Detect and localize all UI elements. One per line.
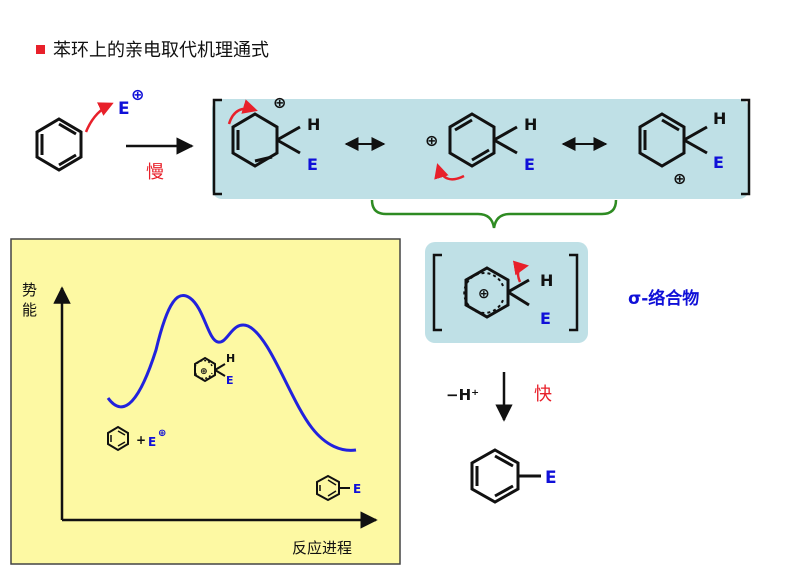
sigma-left-bracket bbox=[432, 253, 442, 332]
mini-sigma-e-label: E bbox=[226, 374, 234, 387]
electrophile-label: E bbox=[118, 99, 130, 119]
minus-h-label: −H⁺ bbox=[446, 386, 479, 404]
resonance-structure-1 bbox=[231, 112, 301, 168]
mini-electrophile-label: E bbox=[148, 435, 156, 449]
resonance-3-h-label: H bbox=[713, 109, 726, 128]
resonance-structure-2 bbox=[448, 112, 518, 168]
y-axis-label-bottom: 能 bbox=[22, 301, 37, 319]
title-bullet-icon bbox=[36, 44, 45, 54]
slow-label: 慢 bbox=[146, 162, 164, 183]
benzene-reactant bbox=[35, 117, 83, 172]
sigma-h-label: H bbox=[540, 271, 553, 290]
left-bracket bbox=[212, 98, 222, 196]
mini-sigma-h-label: H bbox=[226, 352, 235, 365]
sigma-right-bracket bbox=[569, 253, 579, 332]
right-bracket bbox=[741, 98, 751, 196]
mini-sigma-complex bbox=[193, 356, 226, 383]
mini-sigma-charge-icon: ⊕ bbox=[200, 367, 208, 377]
electrophile-charge-icon: ⊕ bbox=[131, 85, 144, 104]
y-axis-label-top: 势 bbox=[22, 281, 37, 299]
product-benzene bbox=[470, 448, 541, 504]
resonance-2-h-label: H bbox=[524, 115, 537, 134]
fast-label: 快 bbox=[534, 384, 552, 405]
resonance-box bbox=[212, 99, 749, 199]
resonance-2-charge-icon: ⊕ bbox=[425, 131, 438, 150]
sigma-e-label: E bbox=[540, 309, 551, 328]
resonance-1-e-label: E bbox=[307, 155, 318, 174]
sigma-complex-label: σ-络合物 bbox=[628, 288, 699, 309]
page-title: 苯环上的亲电取代机理通式 bbox=[53, 40, 269, 61]
energy-curve bbox=[106, 294, 357, 452]
resonance-3-charge-icon: ⊕ bbox=[673, 169, 686, 188]
sigma-charge-icon: ⊕ bbox=[478, 286, 490, 302]
mini-plus-sign: + bbox=[136, 433, 146, 447]
resonance-2-e-label: E bbox=[524, 155, 535, 174]
sigma-red-arrow bbox=[512, 260, 529, 283]
mini-electrophile-charge-icon: ⊕ bbox=[158, 428, 166, 439]
green-brace bbox=[370, 199, 618, 229]
reactant-red-curved-arrow bbox=[84, 102, 114, 133]
title-row: 苯环上的亲电取代机理通式 bbox=[36, 38, 269, 61]
resonance-structure-3 bbox=[638, 112, 708, 168]
resonance-3-e-label: E bbox=[713, 153, 724, 172]
x-axis-label: 反应进程 bbox=[292, 539, 352, 557]
resonance-2-red-arrow bbox=[434, 163, 465, 181]
mini-benzene-reactant bbox=[107, 425, 129, 452]
mini-product bbox=[316, 474, 350, 502]
resonance-1-red-arrow bbox=[227, 99, 258, 125]
product-e-label: E bbox=[545, 468, 557, 488]
mini-product-e-label: E bbox=[353, 482, 361, 496]
resonance-1-h-label: H bbox=[307, 115, 320, 134]
resonance-1-charge-icon: ⊕ bbox=[273, 93, 286, 112]
sigma-complex-structure bbox=[463, 266, 530, 319]
energy-diagram-panel bbox=[10, 238, 401, 565]
